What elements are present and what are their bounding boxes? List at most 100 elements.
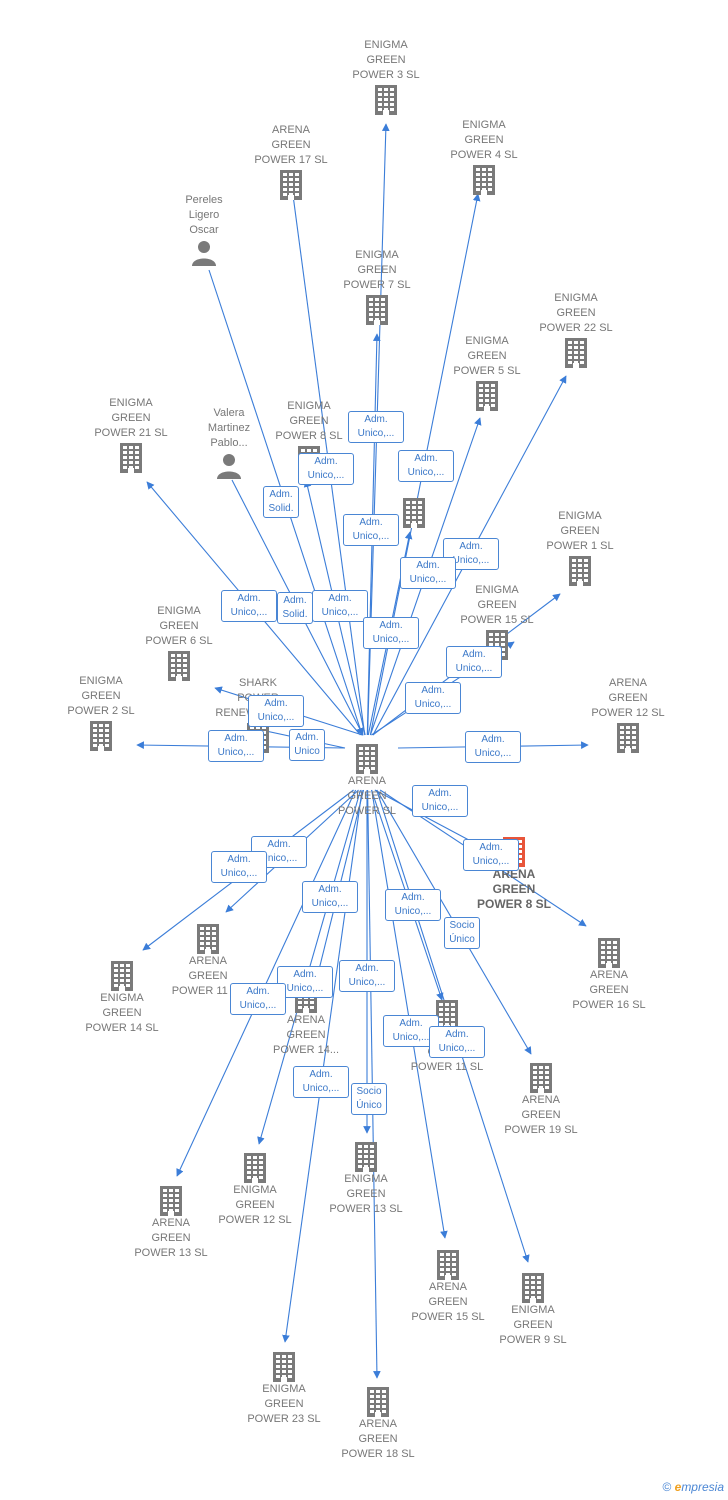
- node-eg4[interactable]: ENIGMA GREEN POWER 4 SL: [419, 118, 549, 195]
- building-icon: [476, 1061, 606, 1093]
- node-label: ARENA GREEN POWER 18 SL: [341, 1418, 415, 1460]
- brand-footer: © empresia: [662, 1480, 724, 1494]
- node-label: ARENA GREEN POWER 17 SL: [254, 124, 328, 166]
- node-label: ARENA GREEN POWER 13 SL: [134, 1217, 208, 1259]
- node-label: ARENA GREEN POWER 8 SL: [476, 867, 551, 911]
- node-ag19[interactable]: ARENA GREEN POWER 19 SL: [476, 1061, 606, 1138]
- edge-role-label[interactable]: Adm. Unico,...: [429, 1026, 485, 1058]
- node-label: ARENA GREEN POWER 14...: [272, 1014, 340, 1056]
- node-center[interactable]: ARENA GREEN POWER SL: [302, 742, 432, 819]
- edge-role-label[interactable]: Adm. Unico,...: [465, 731, 521, 763]
- node-ag18[interactable]: ARENA GREEN POWER 18 SL: [313, 1385, 443, 1462]
- person-icon: [139, 238, 269, 266]
- node-label: ARENA GREEN POWER 15 SL: [411, 1281, 485, 1323]
- node-eg7[interactable]: ENIGMA GREEN POWER 7 SL: [312, 248, 442, 325]
- edge-role-label[interactable]: Adm. Unico,...: [277, 966, 333, 998]
- node-label: ENIGMA GREEN POWER 13 SL: [329, 1173, 403, 1215]
- edge-role-label[interactable]: Adm. Unico,...: [298, 453, 354, 485]
- edge-role-label[interactable]: Adm. Solid.: [263, 486, 299, 518]
- building-icon: [106, 1184, 236, 1216]
- node-label: Valera Martinez Pablo...: [207, 407, 251, 449]
- building-icon: [563, 721, 693, 753]
- brand-logo-initial: e: [674, 1480, 682, 1494]
- node-pereles[interactable]: Pereles Ligero Oscar: [139, 193, 269, 266]
- node-label: ENIGMA GREEN POWER 4 SL: [450, 119, 518, 161]
- building-icon: [226, 168, 356, 200]
- edge-role-label[interactable]: Socio Único: [351, 1083, 387, 1115]
- building-icon: [515, 554, 645, 586]
- building-icon: [511, 336, 641, 368]
- node-ag16[interactable]: ARENA GREEN POWER 16 SL: [544, 936, 674, 1013]
- node-label: Pereles Ligero Oscar: [185, 194, 223, 236]
- node-label: ARENA GREEN POWER 19 SL: [504, 1094, 578, 1136]
- node-label: ENIGMA GREEN POWER 14 SL: [85, 992, 159, 1034]
- edge-role-label[interactable]: Adm. Unico,...: [312, 590, 368, 622]
- building-icon: [66, 441, 196, 473]
- edge-role-label[interactable]: Adm. Unico,...: [293, 1066, 349, 1098]
- building-icon: [302, 742, 432, 774]
- node-label: ENIGMA GREEN POWER 8 SL: [275, 400, 343, 442]
- edge-role-label[interactable]: Adm. Unico,...: [251, 836, 307, 868]
- node-eg10[interactable]: ENIGMA GREEN POWER 10 SL: [349, 496, 479, 573]
- node-ag13[interactable]: ARENA GREEN POWER 13 SL: [106, 1184, 236, 1261]
- node-label: ENIGMA GREEN POWER 21 SL: [94, 397, 168, 439]
- edge-role-label[interactable]: Adm. Unico,...: [363, 617, 419, 649]
- edge-role-label[interactable]: Adm. Unico,...: [248, 695, 304, 727]
- edge-role-label[interactable]: Adm. Unico,...: [208, 730, 264, 762]
- building-icon: [57, 959, 187, 991]
- edge-role-label[interactable]: Adm. Unico,...: [343, 514, 399, 546]
- edge-role-label[interactable]: Adm. Unico,...: [400, 557, 456, 589]
- building-icon: [544, 936, 674, 968]
- node-eg3[interactable]: ENIGMA GREEN POWER 3 SL: [321, 38, 451, 115]
- edge-role-label[interactable]: Adm. Unico,...: [446, 646, 502, 678]
- edge-role-label[interactable]: Adm. Unico,...: [302, 881, 358, 913]
- edge-role-label[interactable]: Adm. Unico,...: [405, 682, 461, 714]
- node-eg23[interactable]: ENIGMA GREEN POWER 23 SL: [219, 1350, 349, 1427]
- edge-role-label[interactable]: Adm. Unico,...: [221, 590, 277, 622]
- node-label: ENIGMA GREEN POWER 5 SL: [453, 335, 521, 377]
- edge-role-label[interactable]: Adm. Unico,...: [339, 960, 395, 992]
- node-eg12[interactable]: ENIGMA GREEN POWER 12 SL: [190, 1151, 320, 1228]
- node-ag15[interactable]: ARENA GREEN POWER 15 SL: [383, 1248, 513, 1325]
- brand-logo-text: mpresia: [681, 1480, 724, 1494]
- node-eg6[interactable]: ENIGMA GREEN POWER 6 SL: [114, 604, 244, 681]
- building-icon: [219, 1350, 349, 1382]
- building-icon: [301, 1140, 431, 1172]
- node-eg22[interactable]: ENIGMA GREEN POWER 22 SL: [511, 291, 641, 368]
- node-label: ENIGMA GREEN POWER 3 SL: [352, 39, 420, 81]
- node-eg2[interactable]: ENIGMA GREEN POWER 2 SL: [36, 674, 166, 751]
- node-label: ENIGMA GREEN POWER 1 SL: [546, 510, 614, 552]
- edge-role-label[interactable]: Socio Único: [444, 917, 480, 949]
- node-label: ARENA GREEN POWER 16 SL: [572, 969, 646, 1011]
- edge-role-label[interactable]: Adm. Unico,...: [211, 851, 267, 883]
- node-ag17[interactable]: ARENA GREEN POWER 17 SL: [226, 123, 356, 200]
- edge-center-to-ag15: [371, 789, 448, 1239]
- edge-role-label[interactable]: Adm. Unico,...: [385, 889, 441, 921]
- node-eg21[interactable]: ENIGMA GREEN POWER 21 SL: [66, 396, 196, 473]
- node-label: ENIGMA GREEN POWER 12 SL: [218, 1184, 292, 1226]
- edge-role-label[interactable]: Adm. Unico,...: [398, 450, 454, 482]
- building-icon: [143, 922, 273, 954]
- node-eg13[interactable]: ENIGMA GREEN POWER 13 SL: [301, 1140, 431, 1217]
- edge-role-label[interactable]: Adm. Unico,...: [230, 983, 286, 1015]
- building-icon: [321, 83, 451, 115]
- node-label: ENIGMA GREEN POWER 7 SL: [343, 249, 411, 291]
- node-label: ENIGMA GREEN POWER 22 SL: [539, 292, 613, 334]
- node-ag12r[interactable]: ARENA GREEN POWER 12 SL: [563, 676, 693, 753]
- person-icon: [164, 451, 294, 479]
- edge-role-label[interactable]: Adm. Unico,...: [348, 411, 404, 443]
- edge-role-label[interactable]: Adm. Solid.: [277, 592, 313, 624]
- building-icon: [419, 163, 549, 195]
- node-eg5[interactable]: ENIGMA GREEN POWER 5 SL: [422, 334, 552, 411]
- node-valera[interactable]: Valera Martinez Pablo...: [164, 406, 294, 479]
- building-icon: [114, 649, 244, 681]
- node-eg1[interactable]: ENIGMA GREEN POWER 1 SL: [515, 509, 645, 586]
- node-eg14[interactable]: ENIGMA GREEN POWER 14 SL: [57, 959, 187, 1036]
- edge-role-label[interactable]: Adm. Unico,...: [412, 785, 468, 817]
- node-label: ENIGMA GREEN POWER 6 SL: [145, 605, 213, 647]
- node-label: ARENA GREEN POWER 12 SL: [591, 677, 665, 719]
- edge-role-label[interactable]: Adm. Unico,...: [463, 839, 519, 871]
- edge-role-label[interactable]: Adm. Unico: [289, 729, 325, 761]
- node-eg9[interactable]: ENIGMA GREEN POWER 9 SL: [468, 1271, 598, 1348]
